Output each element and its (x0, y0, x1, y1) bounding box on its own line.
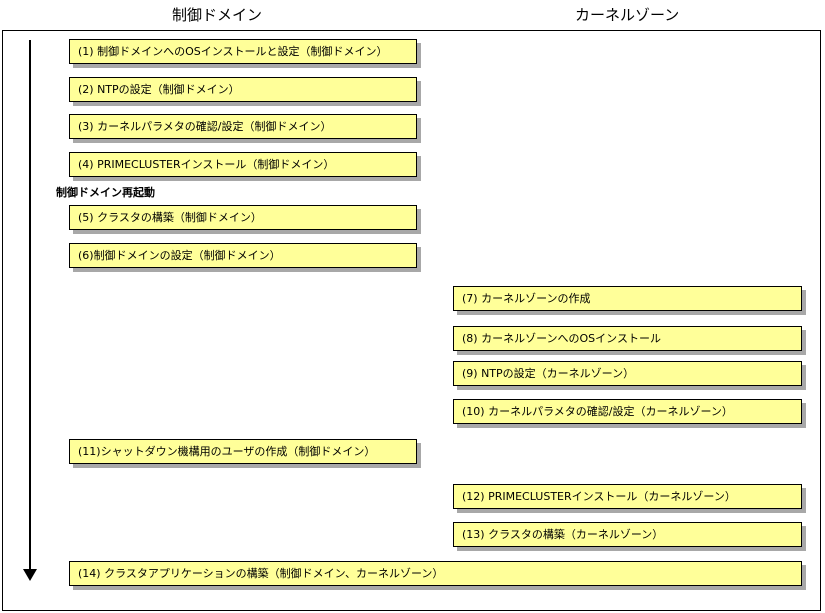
column-header-kernel-zone: カーネルゾーン (575, 6, 680, 24)
step-3: (3) カーネルパラメタの確認/設定（制御ドメイン） (69, 114, 417, 139)
step-14: (14) クラスタアプリケーションの構築（制御ドメイン、カーネルゾーン） (69, 561, 802, 586)
step-13: (13) クラスタの構築（カーネルゾーン） (453, 522, 802, 547)
step-9: (9) NTPの設定（カーネルゾーン） (453, 361, 802, 386)
flow-arrow-head (23, 569, 37, 581)
step-8: (8) カーネルゾーンへのOSインストール (453, 326, 802, 351)
step-7: (7) カーネルゾーンの作成 (453, 286, 802, 311)
step-4: (4) PRIMECLUSTERインストール（制御ドメイン） (69, 152, 417, 177)
step-12: (12) PRIMECLUSTERインストール（カーネルゾーン） (453, 484, 802, 509)
step-2: (2) NTPの設定（制御ドメイン） (69, 77, 417, 102)
step-10: (10) カーネルパラメタの確認/設定（カーネルゾーン） (453, 399, 802, 424)
step-11: (11)シャットダウン機構用のユーザの作成（制御ドメイン） (69, 439, 417, 464)
reboot-label: 制御ドメイン再起動 (56, 186, 155, 199)
diagram-frame (2, 30, 821, 611)
step-6: (6)制御ドメインの設定（制御ドメイン） (69, 243, 417, 268)
step-5: (5) クラスタの構築（制御ドメイン） (69, 205, 417, 230)
flow-arrow-line (29, 40, 31, 570)
step-1: (1) 制御ドメインへのOSインストールと設定（制御ドメイン） (69, 39, 417, 64)
column-header-control-domain: 制御ドメイン (172, 6, 263, 24)
